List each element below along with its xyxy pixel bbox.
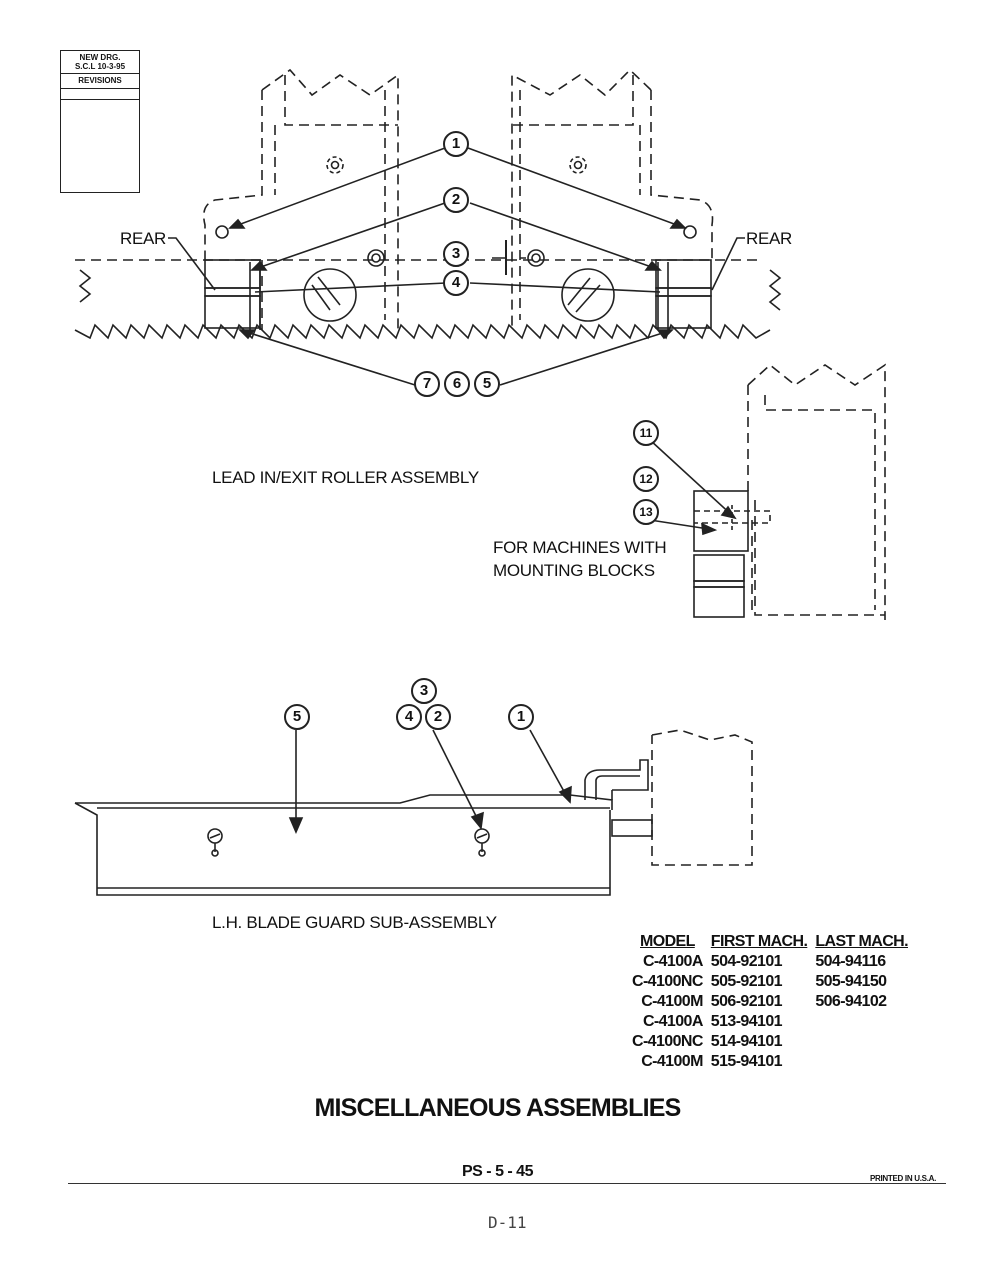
model-serial-table: MODEL FIRST MACH. LAST MACH. C-4100A 504… — [628, 932, 912, 1072]
last-mach-cell — [811, 1012, 912, 1032]
table-row: C-4100A 504-92101 504-94116 — [628, 952, 912, 972]
model-cell: C-4100NC — [632, 1033, 703, 1050]
zigzag-edge — [74, 323, 771, 340]
col-last-mach: LAST MACH. — [815, 933, 908, 950]
mounting-note-line1: FOR MACHINES WITH — [493, 538, 667, 557]
revision-line-2: S.C.L 10-3-95 — [74, 62, 126, 71]
first-mach-cell: 514-94101 — [710, 1033, 783, 1050]
model-cell: C-4100M — [641, 993, 703, 1010]
table-row: C-4100M 515-94101 — [628, 1052, 912, 1072]
last-mach-cell: 504-94116 — [815, 953, 886, 970]
page-title: MISCELLANEOUS ASSEMBLIES — [314, 1094, 681, 1122]
table-header-row: MODEL FIRST MACH. LAST MACH. — [628, 932, 912, 952]
footer-rule — [68, 1183, 946, 1184]
model-cell: C-4100A — [642, 953, 703, 970]
break-right — [768, 269, 782, 311]
callout-3-guard: 3 — [411, 678, 437, 704]
col-first-mach: FIRST MACH. — [710, 933, 808, 950]
revision-blank-row — [61, 89, 139, 100]
callout-5-guard: 5 — [284, 704, 310, 730]
callout-5-top: 5 — [474, 371, 500, 397]
rear-label-right: REAR — [746, 229, 793, 248]
callout-4-top: 4 — [443, 270, 469, 296]
callout-11: 11 — [633, 420, 659, 446]
revisions-label: REVISIONS — [61, 74, 139, 89]
table-row: C-4100NC 514-94101 — [628, 1032, 912, 1052]
page-reference: PS - 5 - 45 — [462, 1163, 533, 1180]
break-left — [78, 269, 92, 303]
revision-new-drawing: NEW DRG. S.C.L 10-3-95 — [61, 51, 139, 74]
callout-2-guard: 2 — [425, 704, 451, 730]
first-mach-cell: 506-92101 — [710, 993, 783, 1010]
first-mach-cell: 515-94101 — [710, 1053, 783, 1070]
blade-guard-caption: L.H. BLADE GUARD SUB-ASSEMBLY — [212, 913, 497, 932]
model-cell: C-4100A — [642, 1013, 703, 1030]
revision-block: NEW DRG. S.C.L 10-3-95 REVISIONS — [60, 50, 140, 193]
last-mach-cell — [811, 1032, 912, 1052]
callout-7: 7 — [414, 371, 440, 397]
revision-line-1: NEW DRG. — [79, 53, 121, 62]
table-row: C-4100NC 505-92101 505-94150 — [628, 972, 912, 992]
first-mach-cell: 505-92101 — [710, 973, 783, 990]
sheet-number: D-11 — [488, 1213, 527, 1232]
callout-4-guard: 4 — [396, 704, 422, 730]
last-mach-cell: 506-94102 — [815, 993, 887, 1010]
callout-1-top: 1 — [443, 131, 469, 157]
table-row: C-4100M 506-92101 506-94102 — [628, 992, 912, 1012]
callout-2-top: 2 — [443, 187, 469, 213]
callout-3-top: 3 — [443, 241, 469, 267]
model-cell: C-4100M — [641, 1053, 703, 1070]
last-mach-cell: 505-94150 — [815, 973, 887, 990]
table-row: C-4100A 513-94101 — [628, 1012, 912, 1032]
last-mach-cell — [811, 1052, 912, 1072]
printed-in-usa: PRINTED IN U.S.A. — [870, 1174, 937, 1183]
callout-13: 13 — [633, 499, 659, 525]
rear-label-left: REAR — [120, 229, 167, 248]
model-cell: C-4100NC — [632, 973, 703, 990]
callout-1-guard: 1 — [508, 704, 534, 730]
first-mach-cell: 513-94101 — [710, 1013, 783, 1030]
callout-6: 6 — [444, 371, 470, 397]
first-mach-cell: 504-92101 — [710, 953, 783, 970]
callout-12: 12 — [633, 466, 659, 492]
roller-assembly-caption: LEAD IN/EXIT ROLLER ASSEMBLY — [212, 468, 479, 487]
col-model: MODEL — [640, 933, 695, 950]
mounting-note-line2: MOUNTING BLOCKS — [493, 561, 655, 580]
